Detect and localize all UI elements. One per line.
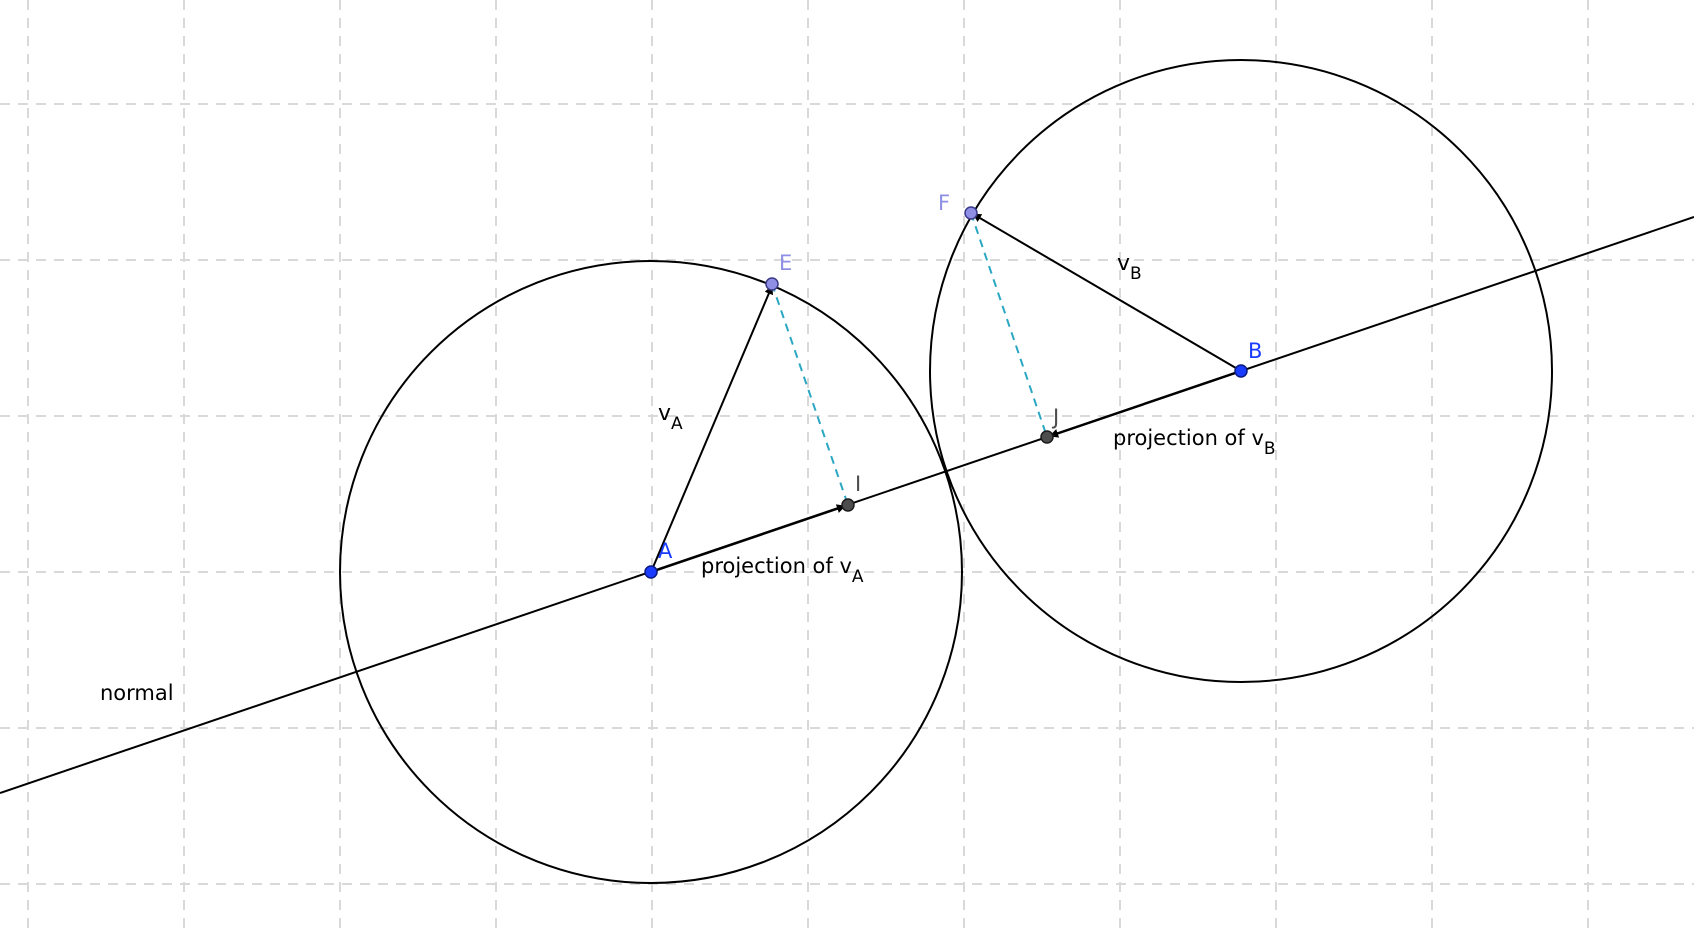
label-normal-line: normal <box>100 681 174 705</box>
point-a[interactable] <box>644 565 658 579</box>
dashed-line-e-i <box>771 283 849 506</box>
label-projection-va: projection of vA <box>701 554 864 587</box>
label-point-e: E <box>779 251 792 275</box>
label-vector-va-base: v <box>658 401 671 426</box>
point-j[interactable] <box>1040 430 1054 444</box>
point-f[interactable] <box>964 206 978 220</box>
projection-vb-arrow <box>1049 369 1242 438</box>
circle-b <box>929 59 1553 683</box>
label-projection-vb-sub: B <box>1264 439 1276 459</box>
label-vector-vb-sub: B <box>1130 264 1142 284</box>
point-b[interactable] <box>1234 364 1248 378</box>
label-point-i: I <box>855 472 861 496</box>
vector-va-arrow <box>650 285 773 573</box>
label-projection-vb-base: projection of v <box>1113 426 1264 450</box>
point-i[interactable] <box>841 498 855 512</box>
dashed-line-f-j <box>970 212 1048 438</box>
point-e[interactable] <box>765 277 779 291</box>
circle-a <box>339 260 963 884</box>
label-vector-vb-base: v <box>1117 251 1130 276</box>
label-point-a: A <box>658 539 673 563</box>
label-point-b: B <box>1248 339 1262 363</box>
label-point-f: F <box>938 191 950 215</box>
vector-vb-arrow <box>972 213 1242 372</box>
label-vector-va: vA <box>658 401 683 434</box>
label-projection-va-base: projection of v <box>701 554 852 578</box>
label-projection-va-sub: A <box>852 567 864 587</box>
label-vector-vb: vB <box>1117 251 1142 284</box>
label-point-j: J <box>1051 405 1059 429</box>
label-vector-va-sub: A <box>671 414 683 434</box>
label-projection-vb: projection of vB <box>1113 426 1276 459</box>
projection-va-arrow <box>650 504 846 574</box>
